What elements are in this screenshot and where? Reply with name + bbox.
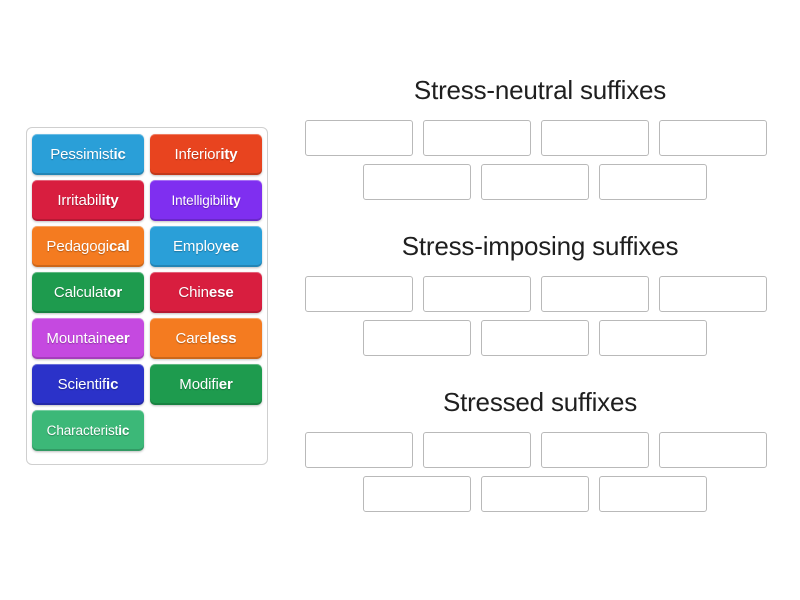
word-tile-stem: Modifi [179,376,219,393]
drop-slot[interactable] [659,275,767,312]
drop-slot-row [305,275,780,312]
category-stress-neutral: Stress-neutral suffixes [300,75,780,200]
drop-slot[interactable] [363,163,471,200]
drop-slot[interactable] [541,431,649,468]
word-tile-stem: Employ [173,238,223,255]
word-tile-suffix: ic [113,146,126,163]
drop-slot[interactable] [363,319,471,356]
word-tile-suffix: ee [222,238,239,255]
drop-slot[interactable] [541,119,649,156]
word-tile-suffix: ty [228,193,241,208]
drop-slot[interactable] [599,163,707,200]
drop-slot[interactable] [659,431,767,468]
word-tile-stem: Scientif [57,376,107,393]
category-title: Stressed suffixes [442,387,638,417]
drop-slot-row [305,119,780,156]
word-tile-suffix: less [207,330,237,347]
drop-slot[interactable] [305,275,413,312]
drop-slot[interactable] [305,431,413,468]
word-tile-stem: Calculat [53,284,108,301]
drop-slot[interactable] [599,319,707,356]
category-title: Stress-neutral suffixes [413,75,667,105]
word-tile-stem: Irritabil [57,192,102,209]
word-tile-suffix: eer [107,330,130,347]
drop-slot-row [363,319,780,356]
word-tile-suffix: cal [109,238,130,255]
word-tile-stem: Chin [178,284,209,301]
word-tile-stem: Care [175,330,208,347]
word-tile-suffix: ic [118,423,130,438]
drop-slot[interactable] [659,119,767,156]
drop-slot[interactable] [305,119,413,156]
word-tile-stem: Characterist [46,423,119,438]
word-tile-suffix: ic [106,376,119,393]
drop-slot-row [363,163,780,200]
drop-slot-row [305,431,780,468]
word-tile-stem: Intelligibili [171,193,229,208]
word-tile-suffix: ity [220,146,238,163]
category-stress-imposing: Stress-imposing suffixes [300,231,780,356]
drop-slot[interactable] [481,163,589,200]
drop-slot[interactable] [423,119,531,156]
drop-slot[interactable] [481,475,589,512]
word-tile-suffix: or [107,284,123,301]
word-tile-suffix: er [218,376,233,393]
drop-slot[interactable] [363,475,471,512]
drop-slot[interactable] [423,275,531,312]
word-tile-stem: Inferior [174,146,221,163]
word-tile-stem: Pedagogi [46,238,110,255]
tile-placeholder [150,410,262,451]
drop-slot[interactable] [599,475,707,512]
drop-slot[interactable] [423,431,531,468]
category-stressed: Stressed suffixes [300,387,780,512]
word-tile-suffix: ity [101,192,119,209]
word-tile-suffix: ese [208,284,234,301]
drop-slot[interactable] [481,319,589,356]
word-tile-stem: Mountain [46,330,108,347]
drop-slot[interactable] [541,275,649,312]
word-tile-stem: Pessimist [50,146,114,163]
drop-slot-row [363,475,780,512]
category-title: Stress-imposing suffixes [401,231,679,261]
